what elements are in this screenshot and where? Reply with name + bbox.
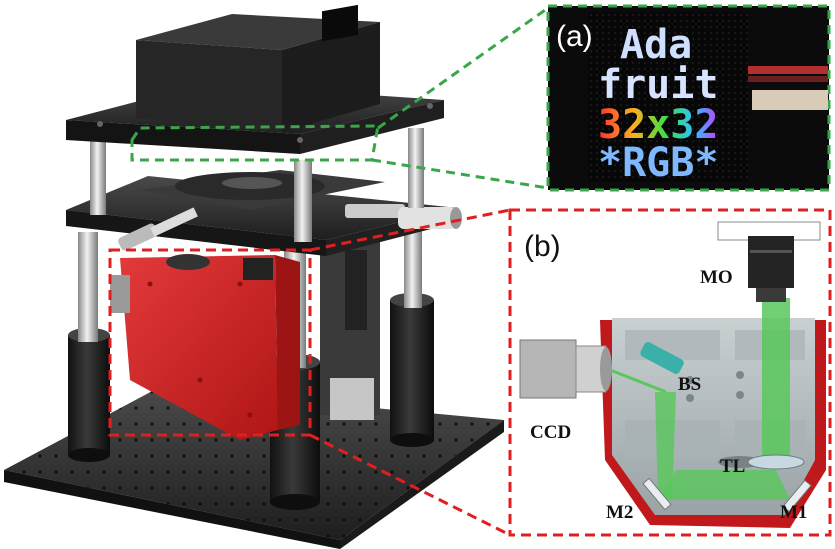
callout-b-lines xyxy=(108,208,511,537)
mirror-m1 xyxy=(782,479,812,513)
beam-bottom xyxy=(660,470,790,500)
micrometer-left xyxy=(118,207,198,251)
panel-a-label: (a) xyxy=(556,20,593,53)
rear-motor-block xyxy=(320,240,380,420)
label-mo: MO xyxy=(700,267,733,288)
microscope-objective xyxy=(717,221,821,302)
silver-post-upper-front xyxy=(294,160,312,242)
silver-post-lower-left xyxy=(78,232,98,342)
tube-lens xyxy=(747,454,805,470)
lower-post-left xyxy=(68,328,110,462)
panel-b-label: (b) xyxy=(524,230,561,263)
silver-post-upper-back xyxy=(408,128,424,208)
silver-post-lower-back xyxy=(404,218,422,308)
panel-a: (a) Ada fruit 32x32 *RGB* xyxy=(546,4,831,192)
base-breadboard xyxy=(4,388,504,549)
label-bs: BS xyxy=(678,374,701,395)
label-m2: M2 xyxy=(606,502,633,523)
label-m1: M1 xyxy=(780,502,807,523)
label-tl: TL xyxy=(720,456,745,477)
apparatus-3d-model xyxy=(4,4,504,549)
lower-post-back xyxy=(390,293,434,447)
label-ccd: CCD xyxy=(530,422,571,443)
led-line-4: *RGB* xyxy=(598,140,718,186)
beam-splitter xyxy=(640,342,684,374)
mirror-m2 xyxy=(642,477,672,511)
silver-post-upper-left xyxy=(90,140,106,215)
led-display-box xyxy=(136,4,380,132)
middle-plate xyxy=(66,170,458,256)
led-line-3: 32x32 xyxy=(598,102,718,148)
led-line-1: Ada xyxy=(620,22,692,68)
ccd-camera xyxy=(519,339,612,399)
laser-beam-path xyxy=(599,298,790,500)
panel-b: (b) MO BS CCD TL M2 M1 xyxy=(508,208,832,537)
callout-a-lines xyxy=(130,6,549,190)
beam-vertical xyxy=(762,298,790,462)
cable-bundle xyxy=(748,66,828,110)
red-housing xyxy=(110,254,300,440)
beam-left xyxy=(655,392,676,500)
led-matrix xyxy=(588,12,748,182)
led-line-2: fruit xyxy=(598,62,718,108)
